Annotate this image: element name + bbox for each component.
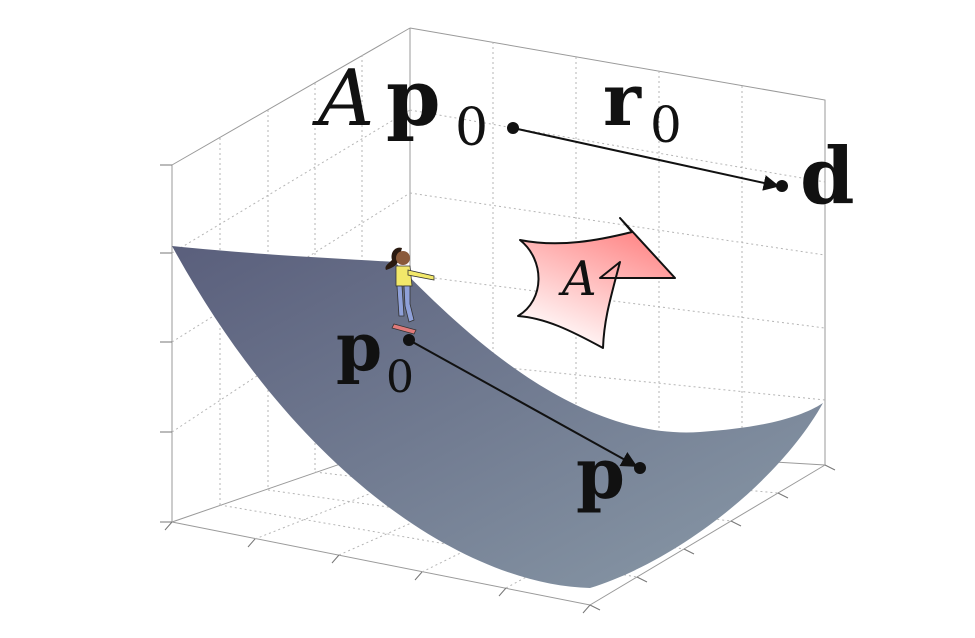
svg-text:p: p [336, 308, 382, 386]
svg-text:A: A [312, 54, 374, 144]
point-p [634, 462, 646, 474]
arrow-label-A: A [558, 251, 597, 307]
svg-text:0: 0 [455, 98, 488, 158]
axis-ticks [160, 164, 836, 614]
label-r0: r 0 [603, 57, 682, 154]
point-Ap0 [507, 122, 519, 134]
label-d: d [800, 131, 855, 222]
point-d [776, 180, 788, 192]
skater-figure-icon [385, 247, 435, 335]
label-p: p [576, 432, 625, 515]
svg-text:0: 0 [386, 352, 414, 403]
point-p0 [403, 334, 415, 346]
quadratic-surface [172, 246, 823, 588]
label-Ap0: A p 0 [312, 53, 488, 158]
svg-text:0: 0 [650, 96, 682, 154]
curved-arrow-icon [517, 217, 676, 349]
svg-text:p: p [386, 53, 441, 144]
p0-to-p-vector [408, 339, 638, 467]
label-p0: p 0 [336, 308, 414, 403]
svg-text:r: r [603, 57, 642, 142]
r0-vector [512, 127, 780, 191]
